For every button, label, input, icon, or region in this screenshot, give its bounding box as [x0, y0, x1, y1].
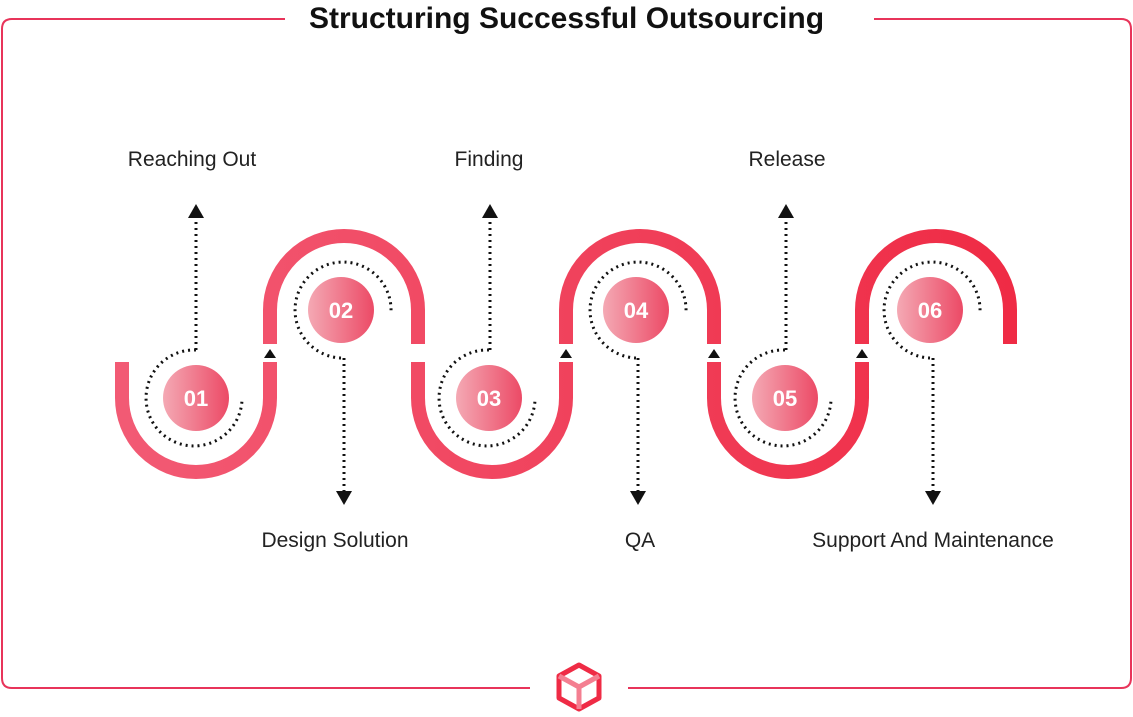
step-label-02: Design Solution	[261, 529, 409, 552]
step-06: 06	[882, 260, 982, 505]
arrowhead-icon	[925, 491, 941, 505]
step-05: 05	[733, 204, 833, 448]
arrowhead-icon	[188, 204, 204, 218]
step-badge-04	[603, 277, 669, 343]
step-number-02: 02	[329, 298, 353, 323]
step-badge-01	[163, 365, 229, 431]
step-badge-03	[456, 365, 522, 431]
junction-marker-icon	[264, 349, 276, 358]
step-number-04: 04	[624, 298, 649, 323]
junction-marker-icon	[856, 349, 868, 358]
step-badge-06	[897, 277, 963, 343]
wave-curve	[115, 229, 1017, 479]
step-badge-05	[752, 365, 818, 431]
step-01: 01	[144, 204, 244, 448]
step-02: 02	[293, 260, 393, 505]
arrowhead-icon	[336, 491, 352, 505]
step-label-05: Release	[748, 148, 826, 171]
step-label-03: Finding	[454, 148, 524, 171]
step-number-06: 06	[918, 298, 942, 323]
step-03: 03	[437, 204, 537, 448]
arrowhead-icon	[482, 204, 498, 218]
step-label-06: Support And Maintenance	[812, 529, 1054, 552]
step-number-05: 05	[773, 386, 797, 411]
step-label-04: QA	[624, 529, 656, 552]
diagram-title-wrap: Structuring Successful Outsourcing	[0, 0, 1133, 38]
step-number-03: 03	[477, 386, 501, 411]
frame-border	[1, 18, 1132, 689]
junction-marker-icon	[560, 349, 572, 358]
step-04: 04	[588, 260, 688, 505]
step-badge-02	[308, 277, 374, 343]
diagram-title: Structuring Successful Outsourcing	[284, 2, 849, 35]
step-label-01: Reaching Out	[127, 148, 257, 171]
arrowhead-icon	[778, 204, 794, 218]
step-number-01: 01	[184, 386, 208, 411]
junction-marker-icon	[708, 349, 720, 358]
arrowhead-icon	[630, 491, 646, 505]
steps-layer: 01 02 03 04 05 06	[144, 204, 982, 505]
cube-logo-icon	[556, 662, 602, 712]
